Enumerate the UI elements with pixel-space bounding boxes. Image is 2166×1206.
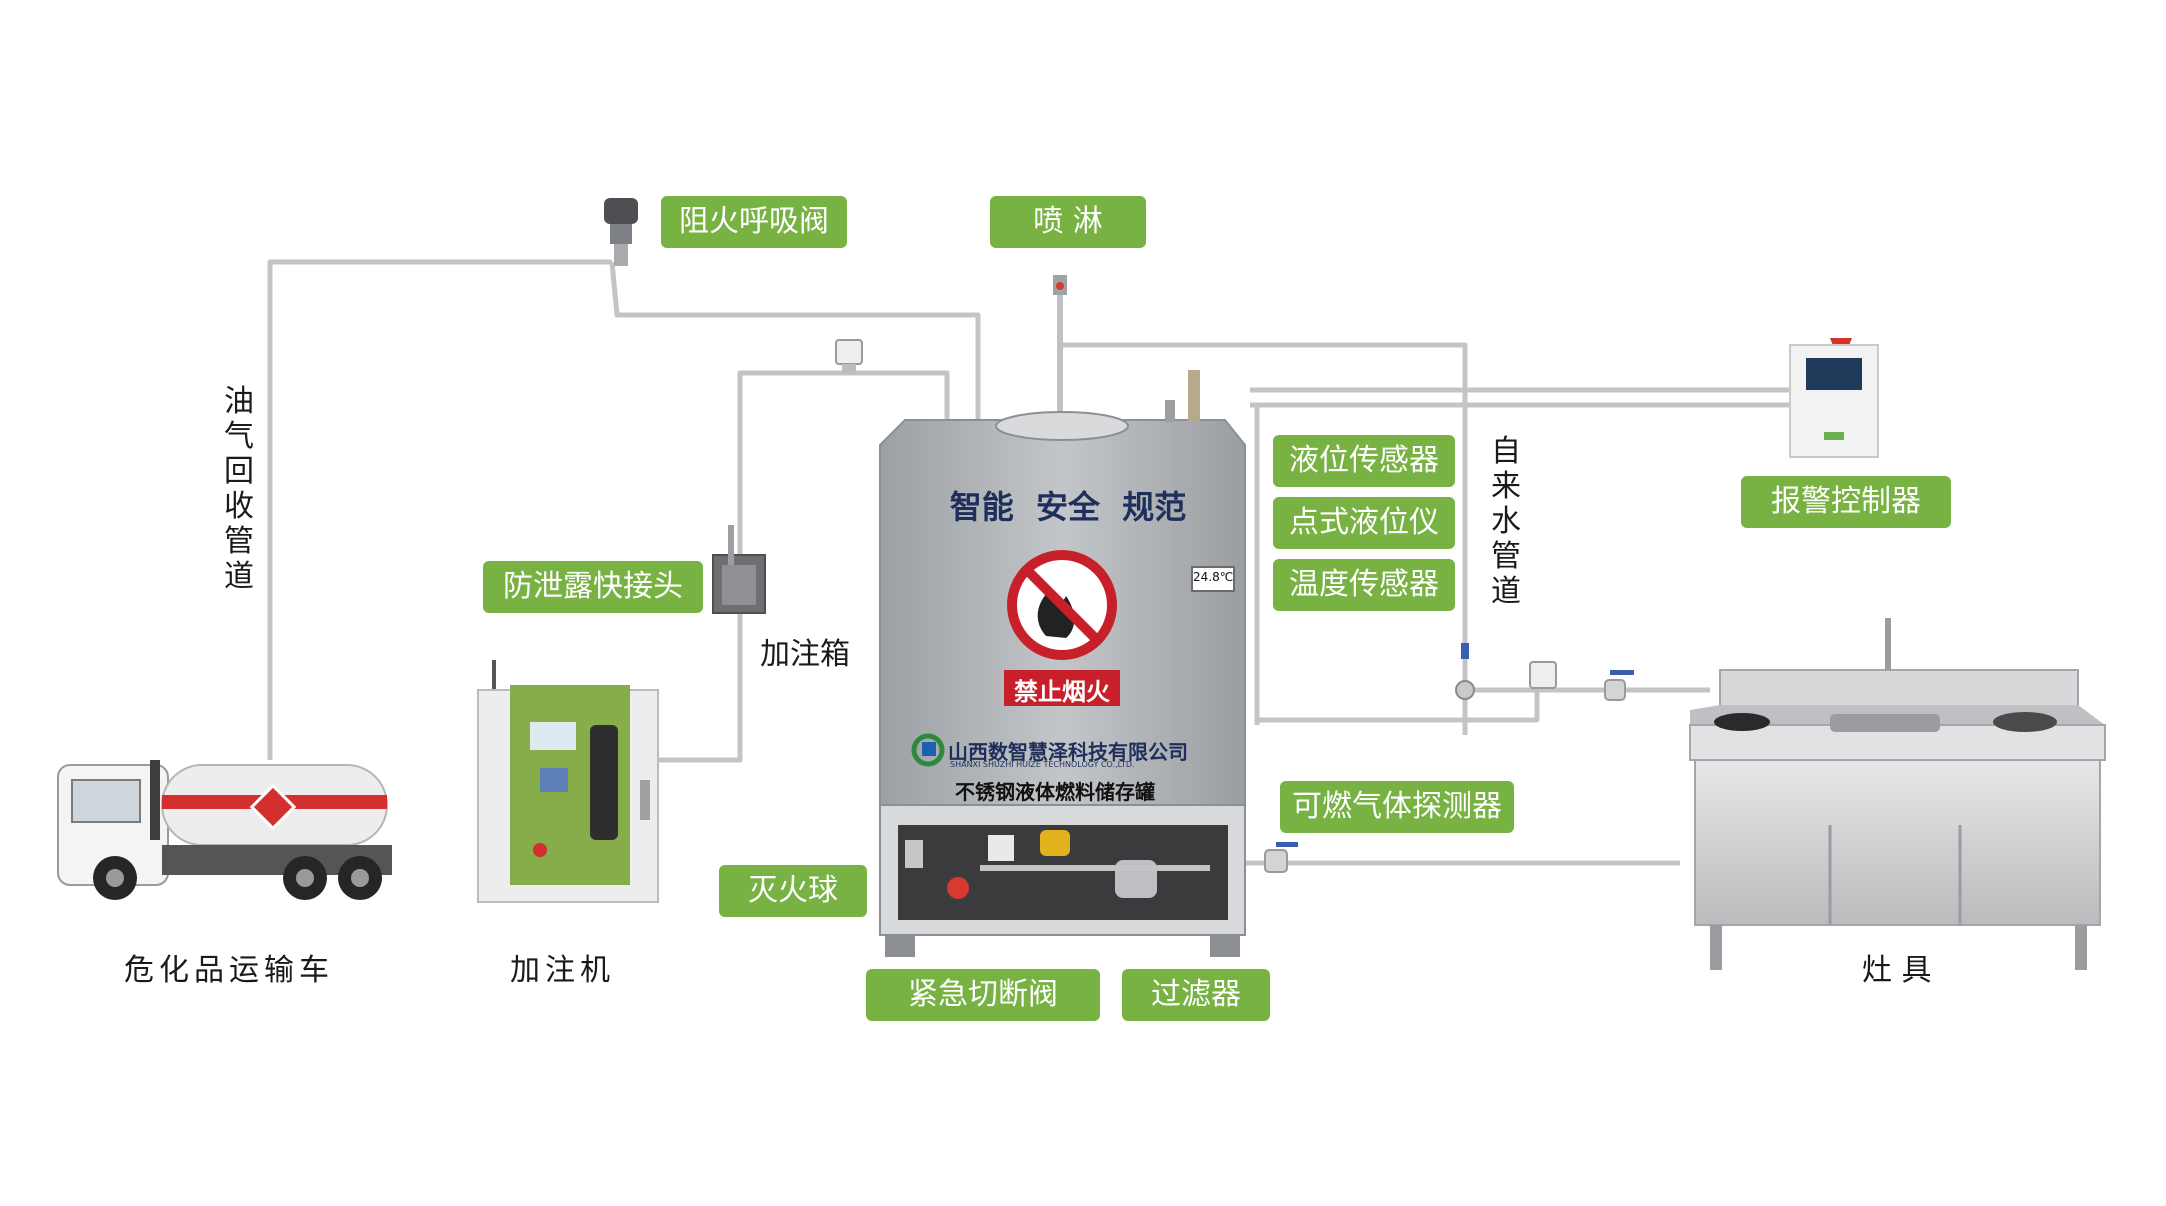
- sprinkler-head: [1053, 275, 1067, 420]
- gas-valve: [1264, 842, 1298, 873]
- label-alarm-controller: 报警控制器: [1741, 476, 1951, 528]
- hazmat-diamond-icon: [249, 783, 297, 831]
- product-name: 不锈钢液体燃料储存罐: [955, 780, 1155, 804]
- label-leak-proof-coupling: 防泄露快接头: [483, 561, 703, 613]
- company-name-en: SHANXI SHUZHI HUIZE TECHNOLOGY CO.,LTD.: [950, 760, 1135, 769]
- label-emergency-valve: 紧急切断阀: [866, 969, 1100, 1021]
- stove-label: 灶 具: [1862, 953, 1932, 988]
- label-sprinkler: 喷 淋: [990, 196, 1146, 248]
- no-fire-icon: [1007, 550, 1117, 660]
- tanker-truck: [57, 760, 392, 900]
- dispenser: [477, 660, 659, 903]
- label-fire-ball: 灭火球: [719, 865, 867, 917]
- warning-text: 禁止烟火: [1014, 678, 1110, 706]
- dispenser-label: 加注机: [510, 953, 615, 988]
- label-filter: 过滤器: [1122, 969, 1270, 1021]
- water-meter: [1455, 643, 1634, 701]
- tank-slogan: 智能 安全 规范: [949, 488, 1187, 526]
- company-name-cn: 山西数智慧泽科技有限公司: [948, 740, 1188, 764]
- label-point-level-gauge: 点式液位仪: [1273, 497, 1455, 549]
- label-temperature-sensor: 温度传感器: [1273, 559, 1455, 611]
- breather-valve: [604, 198, 638, 266]
- label-level-sensor: 液位传感器: [1273, 435, 1455, 487]
- company-logo-icon: [911, 733, 945, 767]
- filling-box-label: 加注箱: [760, 637, 850, 672]
- tanker-truck-label: 危化品运输车: [124, 953, 334, 988]
- vapor-recovery-pipe: [267, 259, 612, 760]
- water-branch: [1257, 690, 1540, 723]
- filling-box: [712, 525, 766, 614]
- alarm-controller: [1789, 338, 1879, 458]
- stove: [1689, 618, 2106, 970]
- pipe-sensor: [835, 339, 863, 374]
- tap-water-pipe-label: 自来水管道: [1491, 434, 1521, 609]
- vapor-recovery-pipe-label: 油气回收管道: [224, 384, 254, 594]
- breather-pipe: [609, 261, 981, 420]
- thermometer-reading: 24.8℃: [1193, 570, 1234, 584]
- storage-tank: [879, 370, 1246, 957]
- label-breather-valve: 阻火呼吸阀: [661, 196, 847, 248]
- dispenser-link-pipe: [657, 556, 743, 763]
- label-gas-detector: 可燃气体探测器: [1280, 781, 1514, 833]
